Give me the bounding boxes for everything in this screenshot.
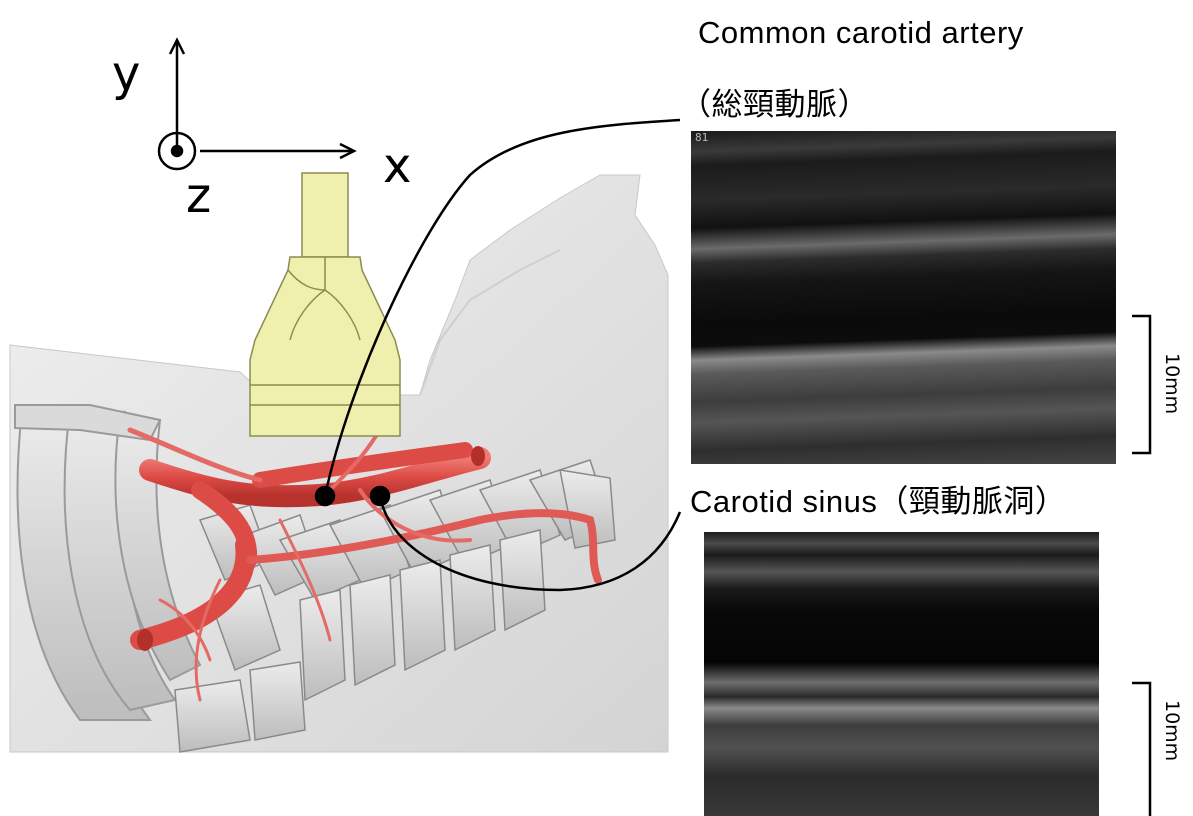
scale-label-top: 10mm bbox=[1161, 353, 1183, 414]
ultrasound-image-common-carotid: 81 bbox=[691, 131, 1116, 464]
z-axis-label: z bbox=[186, 172, 211, 220]
label-carotid-sinus: Carotid sinus（頸動脈洞） bbox=[690, 485, 1066, 519]
scale-bar-top bbox=[1132, 316, 1150, 453]
label-common-carotid-en: Common carotid artery bbox=[698, 16, 1024, 50]
x-axis-label: x bbox=[383, 142, 411, 190]
scale-label-bottom: 10mm bbox=[1161, 700, 1183, 761]
scale-bar-bottom bbox=[1132, 683, 1150, 816]
scale-bars bbox=[1132, 316, 1150, 816]
axis-system bbox=[159, 40, 354, 169]
label-common-carotid-jp: （総頸動脈） bbox=[680, 88, 869, 122]
marker-common-carotid bbox=[316, 487, 334, 505]
ultrasound-tag: 81 bbox=[695, 131, 708, 144]
ultrasound-image-carotid-sinus bbox=[704, 532, 1099, 816]
y-axis-label: y bbox=[112, 50, 140, 98]
ultrasound-probe bbox=[250, 173, 400, 436]
marker-carotid-sinus bbox=[371, 487, 389, 505]
z-axis-dot bbox=[172, 146, 182, 156]
